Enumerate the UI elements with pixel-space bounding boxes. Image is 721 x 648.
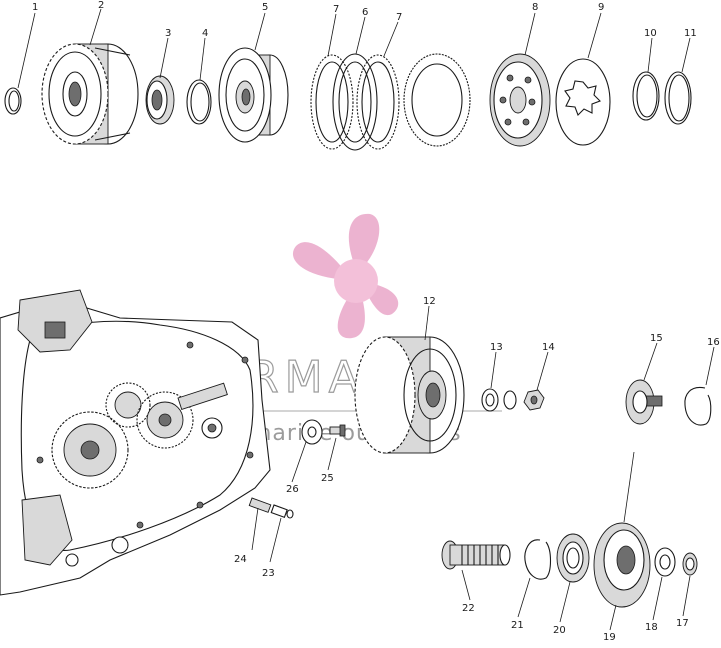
callout-17: 17 xyxy=(676,618,689,629)
callout-8: 8 xyxy=(532,2,538,13)
part-disc-stack xyxy=(403,53,471,147)
leader-lines xyxy=(17,8,715,631)
part-7-friction-disc-left xyxy=(310,54,354,150)
part-spacer xyxy=(503,390,517,410)
callout-16: 16 xyxy=(707,337,720,348)
callout-22: 22 xyxy=(462,603,475,614)
part-22-threaded-shaft xyxy=(441,540,511,570)
part-25-bolt xyxy=(329,424,346,437)
part-4-ring xyxy=(186,79,212,125)
part-5-clutch-drum xyxy=(218,47,289,143)
part-15-hub xyxy=(625,379,663,425)
part-10-snap-ring xyxy=(632,71,660,121)
callout-15: 15 xyxy=(650,333,663,344)
engine-crankcase xyxy=(0,289,271,596)
callout-20: 20 xyxy=(553,625,566,636)
callouts: 1 2 3 4 5 6 7 7 8 9 10 11 12 13 14 15 16… xyxy=(32,0,720,643)
part-19-housing xyxy=(593,522,651,608)
callout-18: 18 xyxy=(645,622,658,633)
part-12-big-gear xyxy=(354,336,465,454)
part-23-dowel xyxy=(270,504,294,519)
part-20-bearing xyxy=(556,533,590,583)
callout-25: 25 xyxy=(321,473,334,484)
callout-14: 14 xyxy=(542,342,555,353)
part-21-ring xyxy=(524,539,552,580)
part-6-clutch-plate xyxy=(332,53,378,151)
callout-5: 5 xyxy=(262,2,268,13)
callout-9: 9 xyxy=(598,2,604,13)
callout-7-right: 7 xyxy=(396,12,402,23)
callout-19: 19 xyxy=(603,632,616,643)
part-1-snap-ring xyxy=(4,87,22,115)
engine-lower-cover xyxy=(21,494,129,567)
callout-11: 11 xyxy=(684,28,697,39)
part-7-friction-disc-right xyxy=(356,54,400,150)
engine-upper-bracket xyxy=(17,289,93,353)
part-16-snap-ring xyxy=(684,386,712,426)
engine-gear-middle xyxy=(105,382,151,428)
part-2-large-gear xyxy=(41,43,139,145)
callout-10: 10 xyxy=(644,28,657,39)
part-13-washer xyxy=(481,388,499,412)
engine-gear-right xyxy=(136,391,194,449)
callout-12: 12 xyxy=(423,296,436,307)
callout-1: 1 xyxy=(32,2,38,13)
engine-gear-left xyxy=(51,411,129,489)
callout-13: 13 xyxy=(490,342,503,353)
callout-2: 2 xyxy=(98,0,104,11)
callout-4: 4 xyxy=(202,28,208,39)
callout-6: 6 xyxy=(362,7,368,18)
part-11-snap-ring xyxy=(664,71,692,125)
propeller-hub xyxy=(334,259,378,303)
part-3-bearing xyxy=(145,75,175,125)
engine-bolts xyxy=(36,341,254,529)
callout-3: 3 xyxy=(165,28,171,39)
part-24-pin xyxy=(248,497,272,513)
callout-24: 24 xyxy=(234,554,247,565)
part-26-washer xyxy=(301,419,323,445)
callout-21: 21 xyxy=(511,620,524,631)
callout-26: 26 xyxy=(286,484,299,495)
part-14-nut xyxy=(523,389,545,411)
propeller-logo xyxy=(292,213,399,339)
callout-23: 23 xyxy=(262,568,275,579)
engine-shaft xyxy=(177,382,228,439)
part-9-spring-washer xyxy=(555,58,611,146)
part-18-washer xyxy=(654,547,676,577)
part-8-pressure-plate xyxy=(489,53,551,147)
callout-7-left: 7 xyxy=(333,4,339,15)
part-17-seal xyxy=(682,552,698,576)
